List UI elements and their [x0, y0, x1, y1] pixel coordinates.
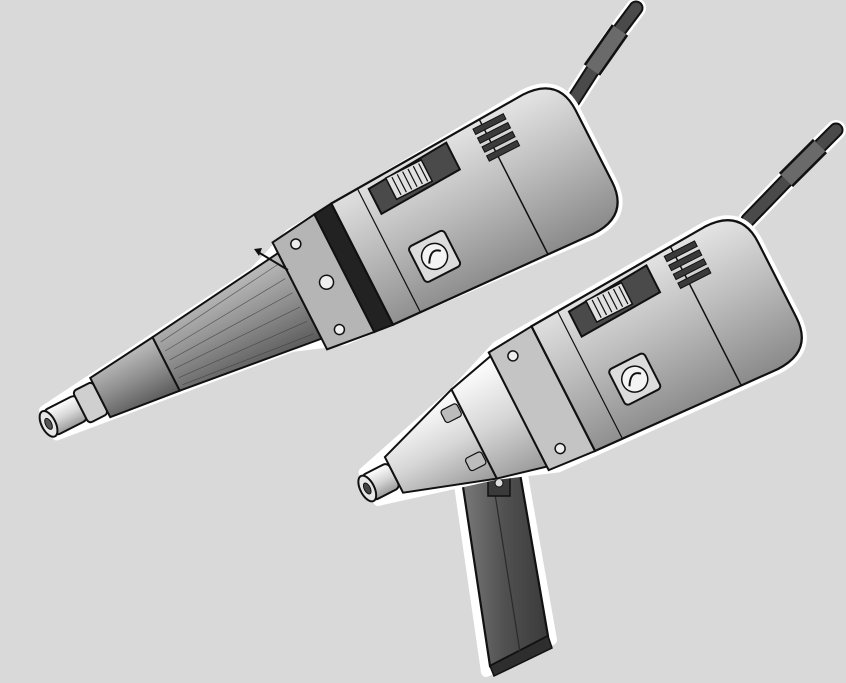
pistol-grip-grinder [357, 120, 846, 678]
switch-slider-icon [367, 141, 462, 216]
vent-slots-icon [663, 240, 712, 290]
fein-logo-icon [408, 229, 462, 283]
straight-grinder [38, 0, 646, 441]
pistol-handle [453, 453, 557, 678]
fein-logo-icon [608, 352, 662, 406]
rotation-arrow-icon [257, 251, 289, 271]
power-cable [738, 120, 846, 230]
motor-housing [329, 87, 619, 327]
collet-nut [38, 381, 109, 438]
switch-slider-icon [567, 264, 662, 338]
vent-slots-icon [472, 112, 521, 162]
collet-nut [357, 463, 400, 503]
power-cable [552, 0, 646, 128]
front-flange [271, 202, 395, 351]
